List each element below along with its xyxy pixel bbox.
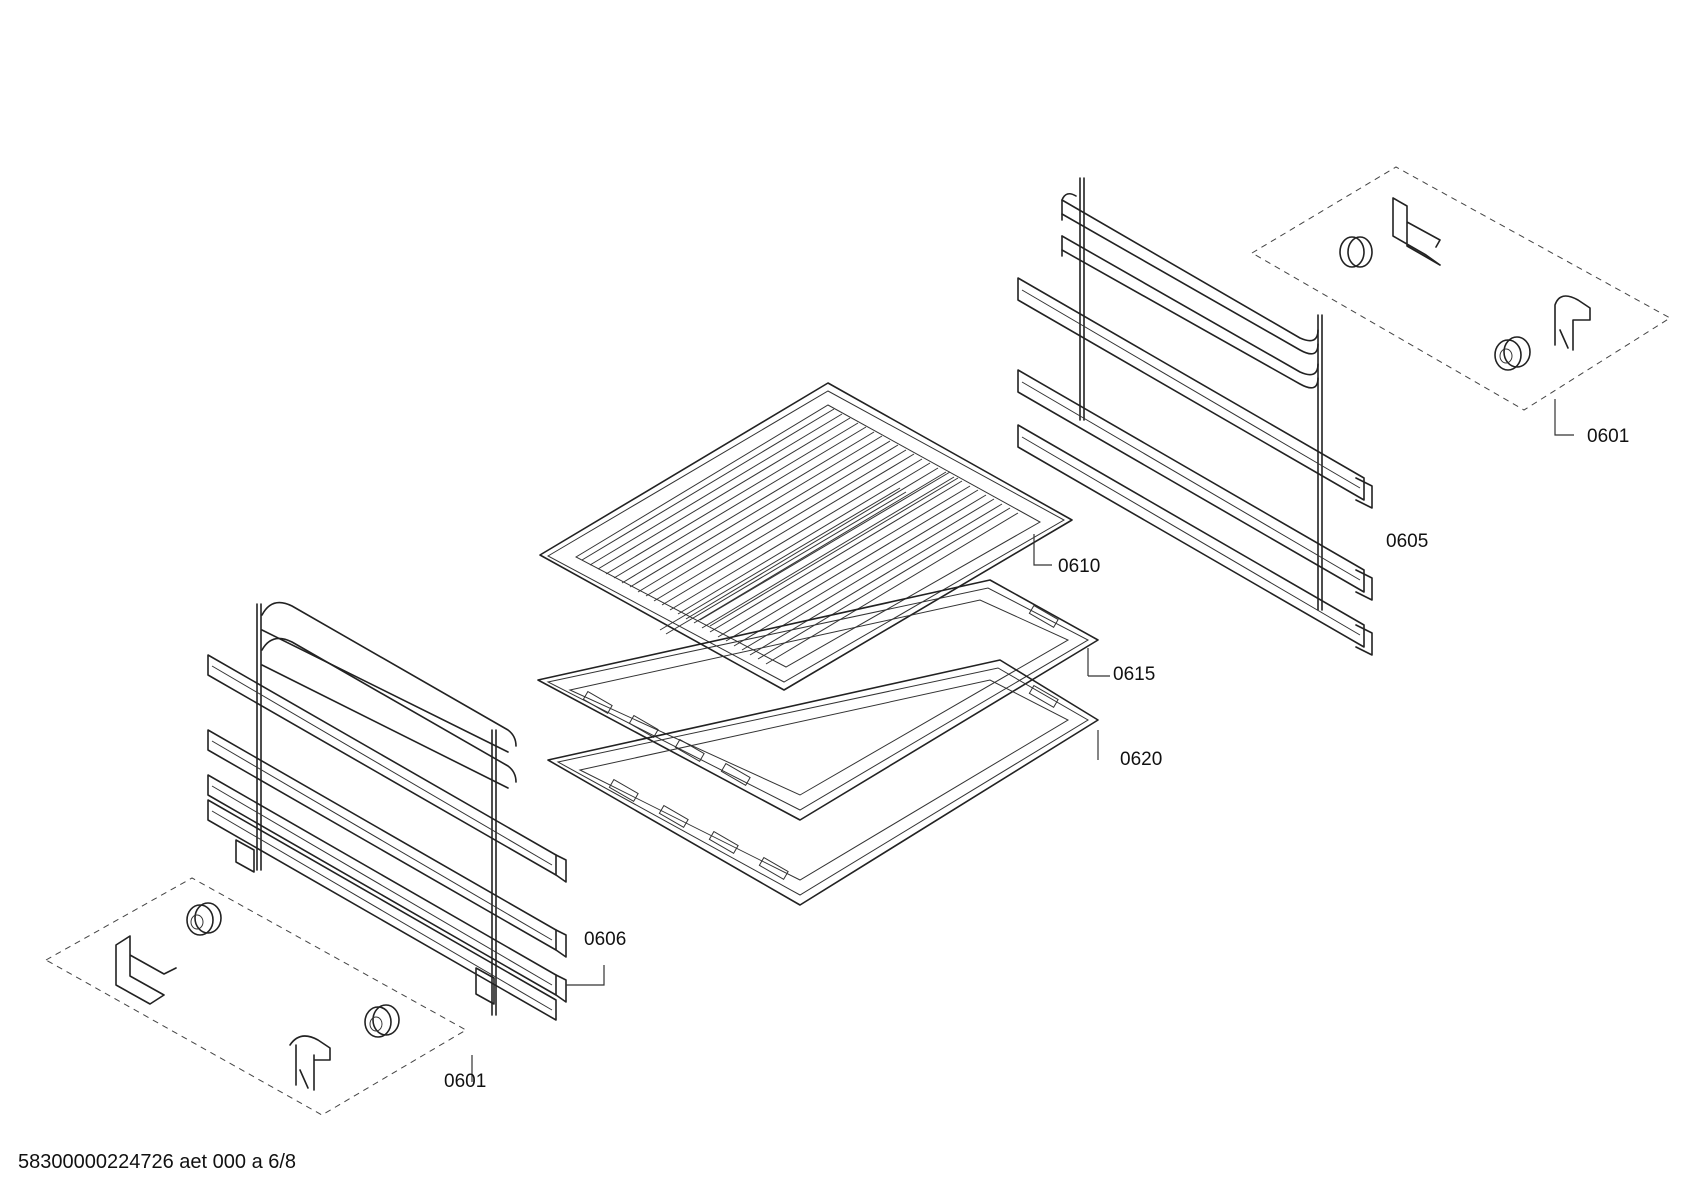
callout-0615: 0615 [1113, 664, 1156, 685]
baking-tray [537, 579, 1110, 821]
right-hook-bracket [1554, 295, 1591, 351]
left-fittings-panel [44, 877, 473, 1116]
left-clip-small [115, 935, 177, 1005]
callout-0601-left: 0601 [444, 1071, 487, 1092]
left-hook-bracket [289, 1035, 331, 1091]
right-clip-small [1392, 197, 1441, 266]
callout-0605: 0605 [1386, 531, 1429, 552]
left-side-rail [207, 601, 605, 1021]
callout-0606: 0606 [584, 929, 627, 950]
document-reference-footer: 58300000224726 aet 000 a 6/8 [18, 1151, 297, 1173]
callout-0610: 0610 [1058, 556, 1101, 577]
left-cap-top [186, 902, 222, 936]
right-cap-bottom [1494, 336, 1531, 371]
callout-0620: 0620 [1120, 749, 1163, 770]
right-cap-top [1339, 236, 1373, 268]
deep-pan [547, 659, 1099, 906]
left-cap-bottom [364, 1004, 400, 1038]
wire-shelf [539, 382, 1073, 691]
right-fittings-panel [1251, 166, 1671, 436]
callout-0601-right: 0601 [1587, 426, 1630, 447]
right-side-rail [1017, 177, 1373, 656]
